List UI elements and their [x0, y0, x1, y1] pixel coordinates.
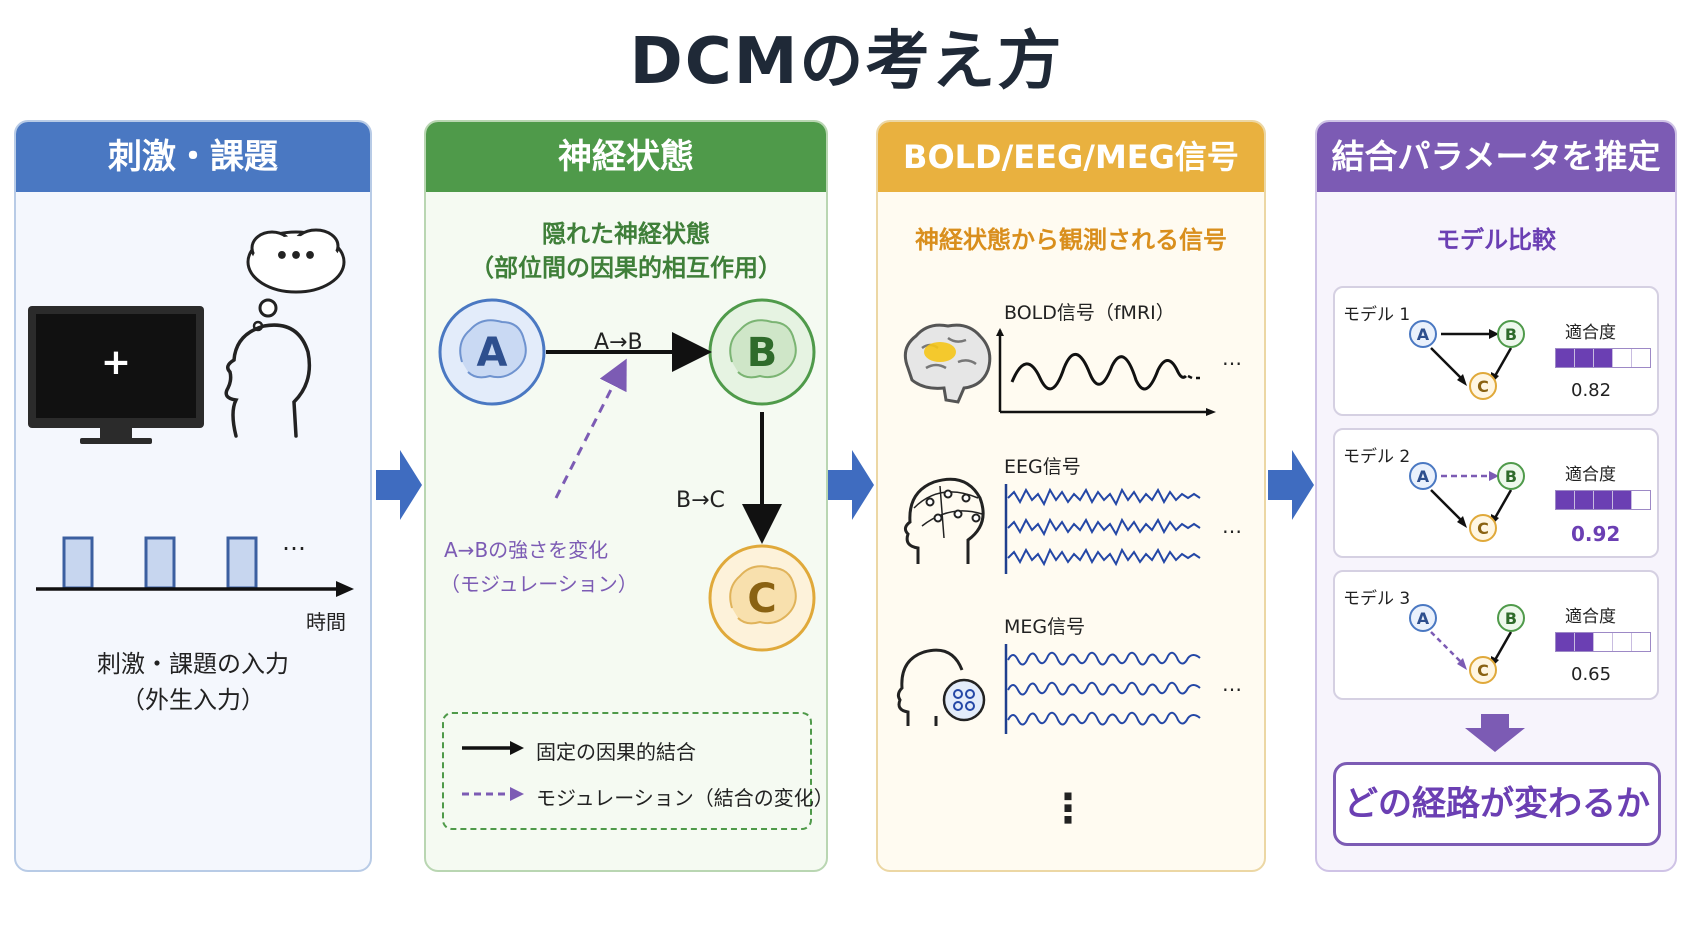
eeg-signal-label: EEG信号 — [1004, 456, 1081, 478]
model-3-node-c: C — [1469, 656, 1497, 684]
conclusion-box: どの経路が変わるか — [1333, 762, 1661, 846]
flow-arrow-2 — [828, 450, 874, 520]
signal-panel-header: BOLD/EEG/MEG信号 — [878, 122, 1264, 192]
eeg-signal-plot — [1004, 484, 1201, 574]
neural-state-subtitle-line2: （部位間の因果的相互作用） — [470, 254, 782, 282]
model-2-fit-label: 適合度 — [1565, 465, 1616, 485]
modulation-label-line2: （モジュレーション） — [440, 572, 638, 596]
legend-solid-arrow — [462, 741, 524, 755]
model-2-node-c: C — [1469, 514, 1497, 542]
neural-state-panel-header: 神経状態 — [426, 122, 826, 192]
monitor-icon: + — [28, 306, 204, 444]
stimulus-panel-header: 刺激・課題 — [16, 122, 370, 192]
model-1-node-b: B — [1497, 320, 1525, 348]
model-2-node-b: B — [1497, 462, 1525, 490]
fixation-cross: + — [100, 342, 132, 383]
model-2-fit-bar — [1555, 490, 1651, 510]
thinking-person-icon — [224, 228, 346, 438]
stimulus-caption-line2: （外生入力） — [121, 686, 265, 714]
more-signals-ellipsis: ⋮ — [1048, 786, 1088, 832]
modulation-label-line1: A→Bの強さを変化 — [444, 538, 609, 562]
model-3-fit-value: 0.65 — [1571, 664, 1612, 685]
flow-arrow-1 — [376, 450, 422, 520]
legend-dashed-arrow — [462, 787, 524, 801]
model-1-node-c: C — [1469, 372, 1497, 400]
model-3-node-b: B — [1497, 604, 1525, 632]
model-comparison-subtitle: モデル比較 — [1436, 226, 1556, 254]
flow-arrow-3 — [1268, 450, 1314, 520]
eeg-head-icon — [903, 477, 985, 564]
stimulus-timeline — [36, 536, 354, 597]
meg-ellipsis: … — [1222, 672, 1242, 696]
meg-signal-plot — [1004, 644, 1201, 734]
model-3-node-a: A — [1409, 604, 1437, 632]
neural-state-subtitle-line1: 隠れた神経状態 — [542, 220, 710, 248]
node-a-label: A — [476, 330, 508, 376]
edge-ab-label: A→B — [594, 330, 643, 355]
model-3-name: モデル 3 — [1343, 589, 1411, 609]
page-title: DCMの考え方 — [629, 25, 1064, 99]
thought-dots: ••• — [274, 244, 318, 269]
legend-box: 固定の因果的結合 モジュレーション（結合の変化） — [442, 712, 826, 830]
neural-state-panel: 神経状態 隠れた神経状態 （部位間の因果的相互作用） A B C A→B B→C… — [424, 120, 828, 872]
legend-fixed-label: 固定の因果的結合 — [536, 740, 696, 764]
time-axis-label: 時間 — [306, 610, 346, 634]
bold-signal-plot — [996, 328, 1216, 416]
node-b-label: B — [746, 330, 778, 376]
meg-signal-label: MEG信号 — [1004, 616, 1086, 638]
model-2-name: モデル 2 — [1343, 447, 1411, 467]
bold-ellipsis: … — [1222, 346, 1242, 370]
legend-modulation-label: モジュレーション（結合の変化） — [536, 786, 828, 810]
model-1-fit-label: 適合度 — [1565, 323, 1616, 343]
causal-graph — [438, 298, 816, 652]
stimulus-ellipsis: … — [282, 528, 306, 556]
model-3-fit-label: 適合度 — [1565, 607, 1616, 627]
model-1-node-a: A — [1409, 320, 1437, 348]
stimulus-caption-line1: 刺激・課題の入力 — [97, 650, 289, 678]
stimulus-panel: 刺激・課題 + ••• … 時間 刺激・課題の入力 （外生入力） — [14, 120, 372, 872]
model-1-fit-value: 0.82 — [1571, 380, 1612, 401]
parameter-estimation-panel-header: 結合パラメータを推定 — [1317, 122, 1675, 192]
node-c-label: C — [747, 576, 777, 622]
brain-icon — [903, 323, 992, 404]
model-2-node-a: A — [1409, 462, 1437, 490]
model-1-graph — [1430, 329, 1513, 386]
edge-bc-label: B→C — [676, 488, 725, 513]
model-3-fit-bar — [1555, 632, 1651, 652]
meg-head-icon — [896, 648, 986, 726]
signal-panel: BOLD/EEG/MEG信号 神経状態から観測される信号 BOLD信号（fMRI… — [876, 120, 1266, 872]
parameter-estimation-panel: 結合パラメータを推定 モデル比較 モデル 1 A B C 適合度 0.82 モデ… — [1315, 120, 1677, 872]
bold-signal-label: BOLD信号（fMRI） — [1004, 302, 1175, 324]
signal-subtitle: 神経状態から観測される信号 — [915, 226, 1227, 254]
model-1-name: モデル 1 — [1343, 305, 1411, 325]
eeg-ellipsis: … — [1222, 514, 1242, 538]
model-card-3: モデル 3 A B C 適合度 0.65 — [1333, 570, 1659, 700]
model-2-fit-value: 0.92 — [1571, 522, 1621, 546]
model-1-fit-bar — [1555, 348, 1651, 368]
down-arrow-icon — [1465, 714, 1525, 752]
model-card-2: モデル 2 A B C 適合度 0.92 — [1333, 428, 1659, 558]
model-card-1: モデル 1 A B C 適合度 0.82 — [1333, 286, 1659, 416]
